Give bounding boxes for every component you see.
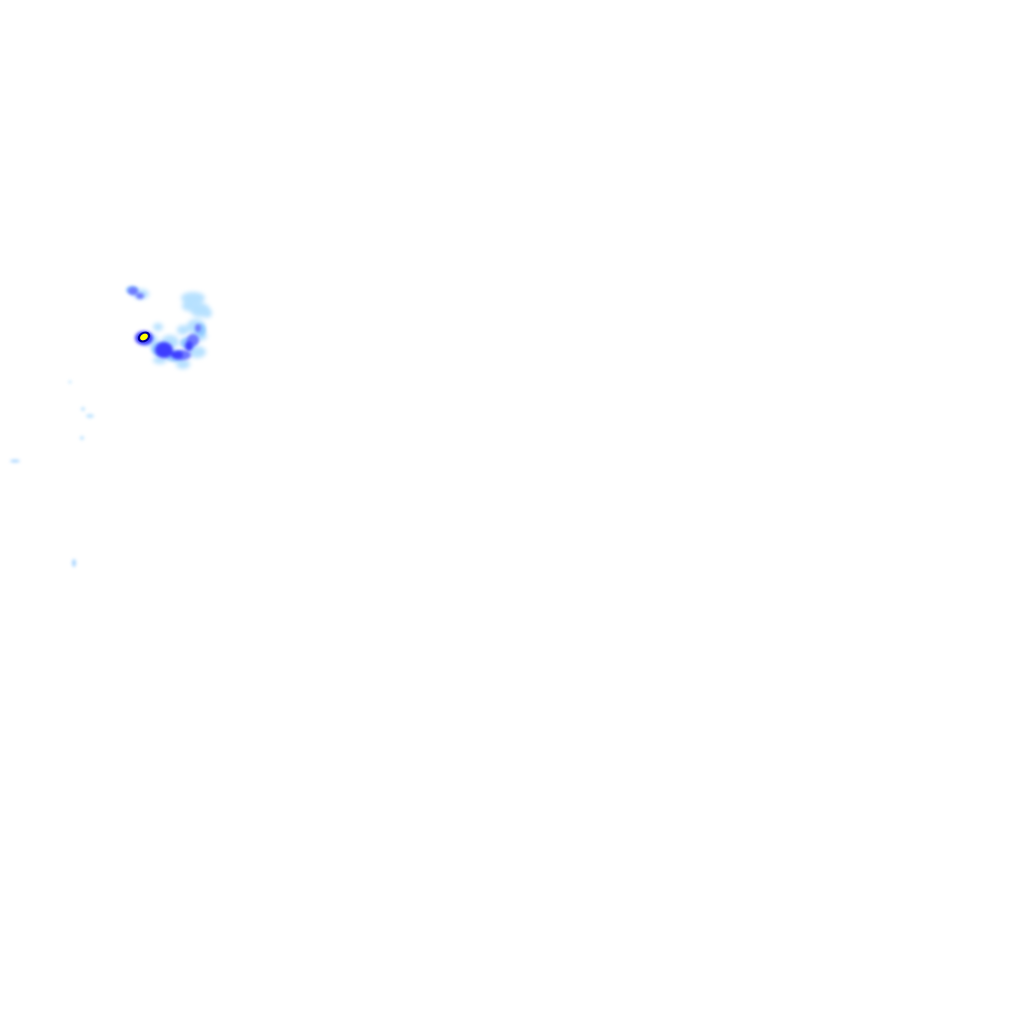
echo-cell (202, 308, 212, 318)
echo-cell (136, 293, 144, 299)
echo-cell (140, 333, 148, 341)
echo-cell (185, 341, 193, 351)
echo-cell (155, 342, 173, 358)
echo-cell (68, 380, 72, 384)
echo-cell (182, 301, 194, 311)
echo-cell (171, 351, 183, 359)
storm-cluster-main (126, 286, 212, 369)
echo-cell (81, 407, 85, 411)
echo-cell (86, 414, 94, 418)
echo-cell (153, 356, 167, 364)
echo-cell (176, 359, 190, 369)
echo-cell (181, 292, 205, 304)
echo-cell (195, 324, 201, 332)
echo-cell (153, 323, 163, 331)
echo-cell (188, 346, 206, 358)
echo-cell (128, 287, 138, 295)
echo-cell (177, 325, 189, 335)
echo-cell (80, 436, 84, 440)
scattered-echoes (10, 380, 94, 567)
echo-heavy (155, 341, 193, 359)
echo-core (135, 331, 153, 345)
echo-cell (72, 559, 76, 567)
echo-cell (10, 459, 20, 463)
